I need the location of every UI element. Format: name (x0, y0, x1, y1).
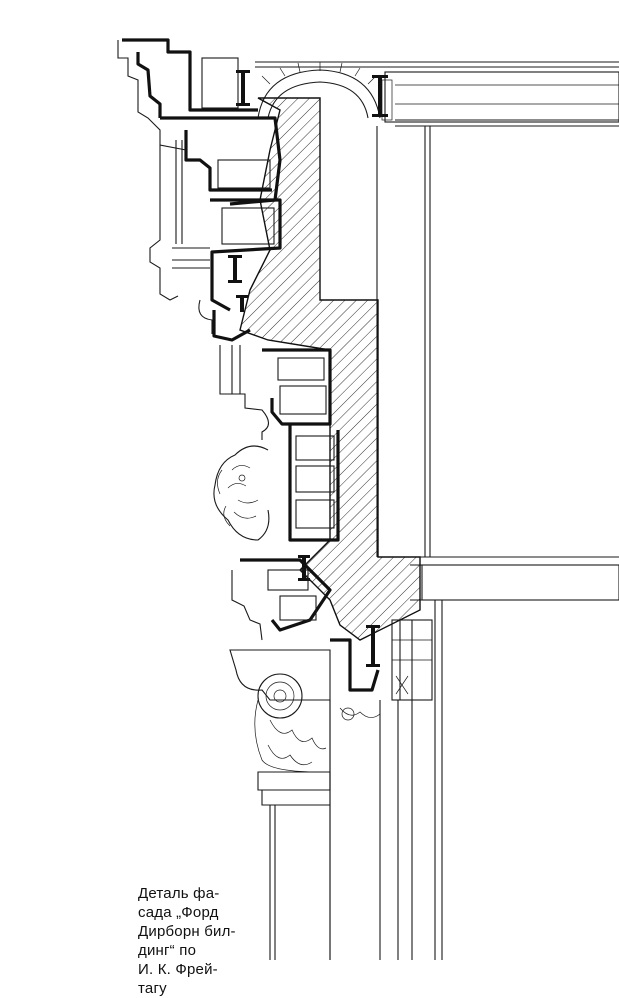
terracotta-profiles (122, 38, 380, 692)
figure-caption: Деталь фа- сада „Форд Дирборн бил- динг“… (138, 884, 278, 998)
arch (257, 62, 393, 121)
beam-1 (236, 70, 250, 106)
beam-2 (372, 75, 388, 117)
wall-surface (255, 61, 619, 960)
caption-line-2: сада „Форд (138, 904, 219, 921)
beam-4 (236, 295, 248, 312)
caption-line-3: Дирборн бил- (138, 923, 236, 940)
terracotta-chambers (201, 57, 335, 621)
beam-3 (228, 255, 242, 283)
caption-line-1: Деталь фа- (138, 885, 220, 902)
lion-head-ornament (213, 445, 270, 541)
cornice-elevation (117, 40, 270, 440)
window-frame (391, 619, 433, 701)
capital (229, 570, 381, 960)
caption-line-5: И. К. Фрей- (138, 961, 218, 978)
caption-line-4: динг“ по (138, 942, 197, 959)
